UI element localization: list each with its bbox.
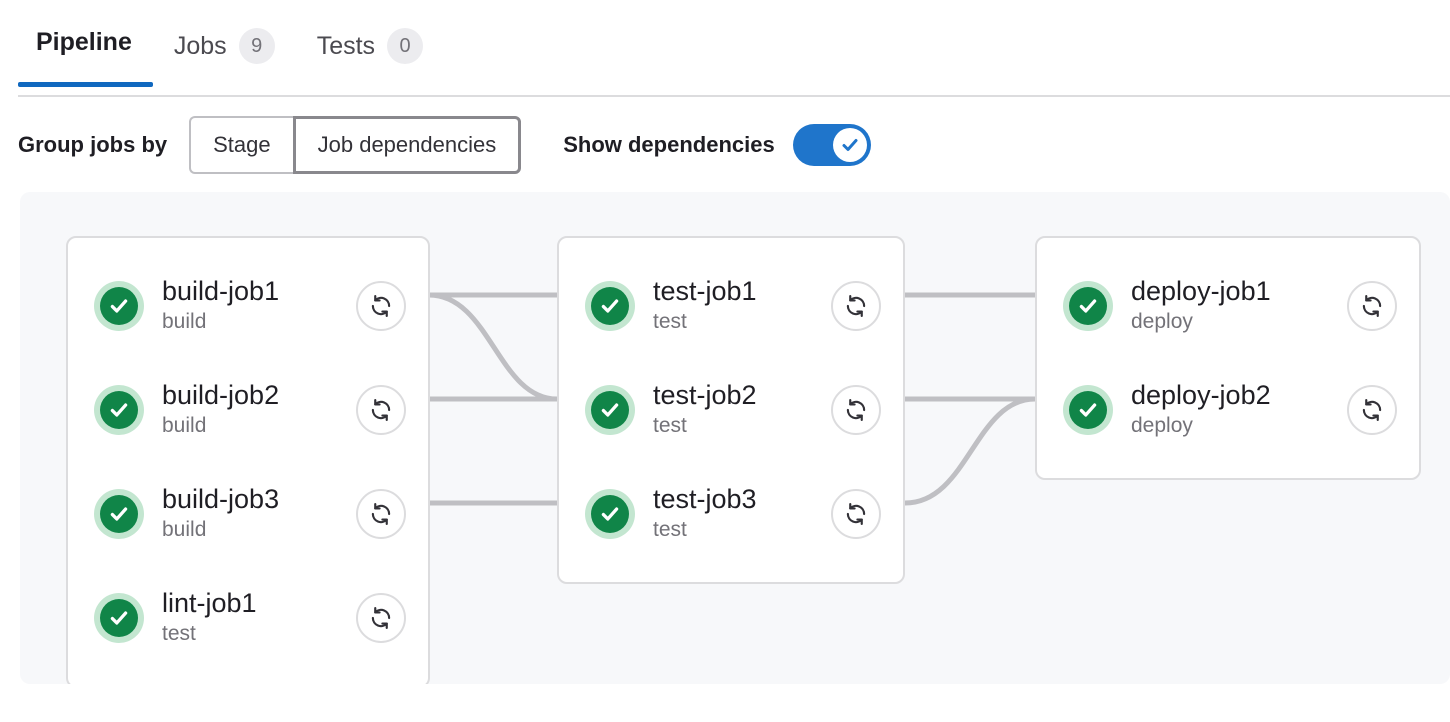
job-stage: deploy (1131, 414, 1193, 438)
job-name: test-job1 (653, 276, 757, 307)
job-stage: deploy (1131, 310, 1193, 334)
retry-icon[interactable] (831, 489, 881, 539)
retry-glyph (846, 503, 866, 525)
job-stage: test (162, 622, 196, 646)
job-name: build-job1 (162, 276, 280, 307)
job-stage: test (653, 310, 687, 334)
retry-icon[interactable] (356, 593, 406, 643)
job-card[interactable]: deploy-job2 deploy (1037, 358, 1419, 462)
retry-glyph (371, 503, 391, 525)
retry-icon[interactable] (1347, 385, 1397, 435)
job-name: deploy-job2 (1131, 380, 1271, 411)
graph-controls: Group jobs by Stage Job dependencies Sho… (0, 97, 1450, 192)
job-card[interactable]: test-job3 test (559, 462, 903, 566)
retry-glyph (371, 399, 391, 421)
status-success-icon (94, 281, 144, 331)
retry-glyph (846, 399, 866, 421)
job-info: test-job3 test (653, 484, 831, 543)
link-test-job3-deploy-job2 (904, 396, 1036, 506)
job-info: build-job1 build (162, 276, 356, 335)
job-group-deploy: deploy-job1 deploy (1035, 236, 1421, 480)
job-stage: test (653, 414, 687, 438)
tab-tests[interactable]: Tests 0 (296, 0, 444, 94)
segment-job-dependencies[interactable]: Job dependencies (292, 115, 522, 174)
tab-jobs-label: Jobs (173, 31, 227, 60)
tab-tests-badge: 0 (387, 28, 424, 64)
job-name: build-job2 (162, 380, 280, 411)
job-group-test: test-job1 test (557, 236, 905, 584)
retry-glyph (846, 295, 866, 317)
job-group-build: build-job1 build (66, 236, 430, 684)
group-jobs-by-segmented-control: Stage Job dependencies (189, 115, 522, 174)
job-stage: build (162, 414, 207, 438)
tab-jobs-badge: 9 (238, 28, 275, 64)
job-info: lint-job1 test (162, 588, 356, 647)
show-dependencies-toggle[interactable] (792, 123, 871, 166)
job-stage: build (162, 518, 207, 542)
job-name: lint-job1 (162, 588, 257, 619)
job-card[interactable]: lint-job1 test (68, 566, 428, 670)
show-dependencies-control: Show dependencies (563, 123, 871, 166)
job-name: deploy-job1 (1131, 276, 1271, 307)
tab-tests-label: Tests (316, 31, 376, 60)
toggle-knob (832, 127, 867, 162)
status-success-icon (585, 385, 635, 435)
retry-glyph (371, 295, 391, 317)
status-success-icon (1063, 385, 1113, 435)
retry-icon[interactable] (356, 489, 406, 539)
job-stage: build (162, 310, 207, 334)
job-card[interactable]: test-job1 test (559, 254, 903, 358)
status-success-icon (94, 489, 144, 539)
retry-icon[interactable] (356, 385, 406, 435)
job-stage: test (653, 518, 687, 542)
retry-icon[interactable] (831, 281, 881, 331)
link-build-job1-test-job2 (428, 292, 558, 402)
job-info: build-job2 build (162, 380, 356, 439)
job-card[interactable]: build-job1 build (68, 254, 428, 358)
job-info: build-job3 build (162, 484, 356, 543)
pipeline-graph: build-job1 build (20, 192, 1450, 684)
retry-glyph (1362, 399, 1382, 421)
job-card[interactable]: deploy-job1 deploy (1037, 254, 1419, 358)
job-name: build-job3 (162, 484, 280, 515)
retry-icon[interactable] (831, 385, 881, 435)
job-name: test-job2 (653, 380, 757, 411)
retry-icon[interactable] (1347, 281, 1397, 331)
job-name: test-job3 (653, 484, 757, 515)
status-success-icon (585, 281, 635, 331)
job-card[interactable]: test-job2 test (559, 358, 903, 462)
retry-glyph (1362, 295, 1382, 317)
job-card[interactable]: build-job3 build (68, 462, 428, 566)
segment-stage[interactable]: Stage (189, 115, 293, 174)
job-info: test-job2 test (653, 380, 831, 439)
group-jobs-by-label: Group jobs by (18, 131, 168, 157)
tab-pipeline-label: Pipeline (36, 28, 132, 56)
status-success-icon (94, 593, 144, 643)
retry-icon[interactable] (356, 281, 406, 331)
check-icon (842, 138, 858, 151)
status-success-icon (94, 385, 144, 435)
show-dependencies-label: Show dependencies (563, 131, 775, 157)
job-info: test-job1 test (653, 276, 831, 335)
status-success-icon (585, 489, 635, 539)
tab-jobs[interactable]: Jobs 9 (153, 0, 296, 94)
status-success-icon (1063, 281, 1113, 331)
job-info: deploy-job1 deploy (1131, 276, 1347, 335)
job-info: deploy-job2 deploy (1131, 380, 1347, 439)
job-card[interactable]: build-job2 build (68, 358, 428, 462)
pipeline-tab-bar: Pipeline Jobs 9 Tests 0 (0, 0, 1450, 97)
tab-pipeline[interactable]: Pipeline (18, 0, 153, 87)
retry-glyph (371, 607, 391, 629)
